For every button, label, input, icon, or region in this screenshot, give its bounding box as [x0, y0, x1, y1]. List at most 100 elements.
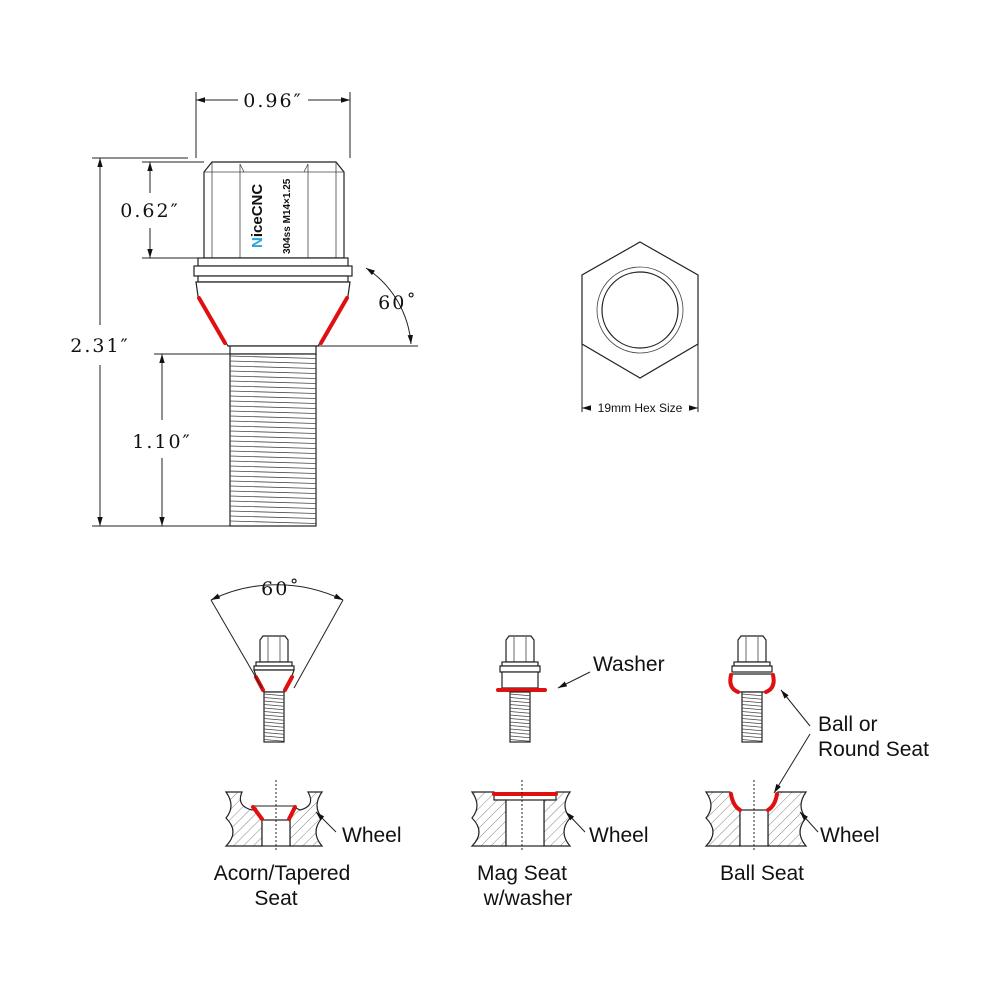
hex-top-view: 19mm Hex Size — [581, 241, 699, 415]
thread-ridge — [509, 704, 531, 707]
thread-ridge — [229, 475, 317, 479]
bolt-cone-seat — [195, 281, 351, 347]
thread-ridge — [229, 380, 317, 384]
thread-ridge — [509, 721, 531, 725]
main-bolt-view: NiceCNC 304ss M14×1.25 — [193, 161, 353, 527]
ball-seat-name-line1: Ball Seat — [720, 862, 804, 885]
bolt-hex-head — [203, 161, 345, 259]
ball-seat-highlight — [728, 673, 776, 694]
thread-ridge — [229, 455, 317, 459]
thread-ridge — [229, 415, 317, 419]
thread-ridge — [263, 735, 285, 739]
thread-ridge — [509, 735, 531, 739]
thread-ridge — [263, 721, 285, 725]
acorn-small-bolt — [253, 635, 295, 743]
bolt-thread — [229, 353, 317, 527]
mag-wheel-label: Wheel — [589, 824, 649, 847]
total-length-dimension-label: 2.31″ — [70, 335, 129, 357]
ball-wheel-section — [704, 780, 808, 852]
thread-ridge — [229, 355, 317, 359]
thread-ridge — [263, 725, 285, 728]
thread-ridge — [263, 707, 285, 711]
thread-ridge — [229, 425, 317, 429]
thread-length-dimension-label: 1.10″ — [132, 431, 191, 453]
thread-ridge — [229, 370, 317, 374]
thread-ridge — [509, 697, 531, 700]
thread-ridge — [509, 725, 531, 728]
cone-seat-highlight-right — [319, 296, 349, 345]
thread-ridge — [741, 707, 763, 711]
thread-ridge — [741, 704, 763, 707]
thread-ridge — [509, 732, 531, 735]
ball-seat-part-label-line2: Round Seat — [818, 738, 929, 761]
thread-ridge — [263, 700, 285, 704]
thread-ridge — [263, 697, 285, 700]
thread-ridge — [263, 711, 285, 714]
ball-small-bolt — [728, 635, 776, 743]
mag-seat-name-line2: w/washer — [483, 887, 573, 910]
thread-ridge — [509, 693, 531, 697]
thread-ridge — [229, 470, 317, 474]
thread-ridge — [229, 465, 317, 469]
thread-ridge — [741, 728, 763, 732]
thread-ridge — [741, 711, 763, 714]
thread-ridge — [229, 400, 317, 404]
hex-size-label: 19mm Hex Size — [598, 401, 683, 415]
thread-ridge — [229, 520, 317, 524]
thread-ridge — [741, 697, 763, 700]
thread-ridge — [509, 700, 531, 704]
thread-ridge — [229, 440, 317, 444]
thread-ridge — [229, 505, 317, 509]
thread-ridge — [263, 728, 285, 732]
thread-ridge — [509, 707, 531, 711]
brand-marking: NiceCNC — [249, 184, 266, 248]
bolt-neck — [229, 345, 317, 355]
acorn-angle-label: 60˚ — [261, 578, 301, 600]
thread-ridge — [509, 728, 531, 732]
ball-seat-part-label-line1: Ball or — [818, 713, 878, 736]
thread-ridge — [229, 460, 317, 464]
head-height-dimension-label: 0.62″ — [120, 200, 179, 222]
seat-type-acorn: 60˚ Wheel Acorn/Tapered Seat — [210, 578, 402, 910]
thread-ridge — [229, 410, 317, 414]
thread-ridge — [229, 485, 317, 489]
thread-ridge — [741, 721, 763, 725]
thread-ridge — [229, 420, 317, 424]
mag-seat-name-line1: Mag Seat — [477, 862, 567, 885]
thread-ridge — [741, 725, 763, 728]
thread-ridge — [229, 445, 317, 449]
brand-rest: iceCNC — [249, 184, 266, 238]
thread-ridge — [229, 435, 317, 439]
acorn-wheel-label: Wheel — [342, 824, 402, 847]
width-dimension-label: 0.96″ — [243, 90, 302, 112]
thread-ridge — [509, 714, 531, 718]
mag-small-bolt — [496, 635, 547, 743]
thread-ridge — [229, 490, 317, 494]
ball-wheel-label: Wheel — [820, 824, 880, 847]
thread-ridge — [229, 480, 317, 484]
acorn-seat-name-line2: Seat — [254, 887, 297, 910]
washer-label: Washer — [593, 653, 665, 676]
thread-ridge — [229, 375, 317, 379]
thread-ridge — [229, 510, 317, 514]
thread-ridge — [263, 732, 285, 735]
acorn-seat-name-line1: Acorn/Tapered — [214, 862, 351, 885]
thread-ridge — [229, 405, 317, 409]
seat-type-mag: Washer Wheel Mag Seat w/washer — [470, 635, 665, 910]
thread-ridge — [229, 360, 317, 364]
thread-ridge — [509, 718, 531, 721]
thread-ridge — [263, 714, 285, 718]
thread-ridge — [741, 693, 763, 697]
thread-ridge — [509, 739, 531, 742]
thread-ridge — [229, 495, 317, 499]
thread-ridge — [741, 718, 763, 721]
thread-ridge — [741, 714, 763, 718]
thread-ridge — [229, 450, 317, 454]
mag-wheel-section — [470, 780, 572, 852]
thread-ridge — [509, 711, 531, 714]
thread-ridge — [263, 693, 285, 697]
thread-ridge — [741, 732, 763, 735]
thread-ridge — [263, 704, 285, 707]
thread-ridge — [229, 390, 317, 394]
